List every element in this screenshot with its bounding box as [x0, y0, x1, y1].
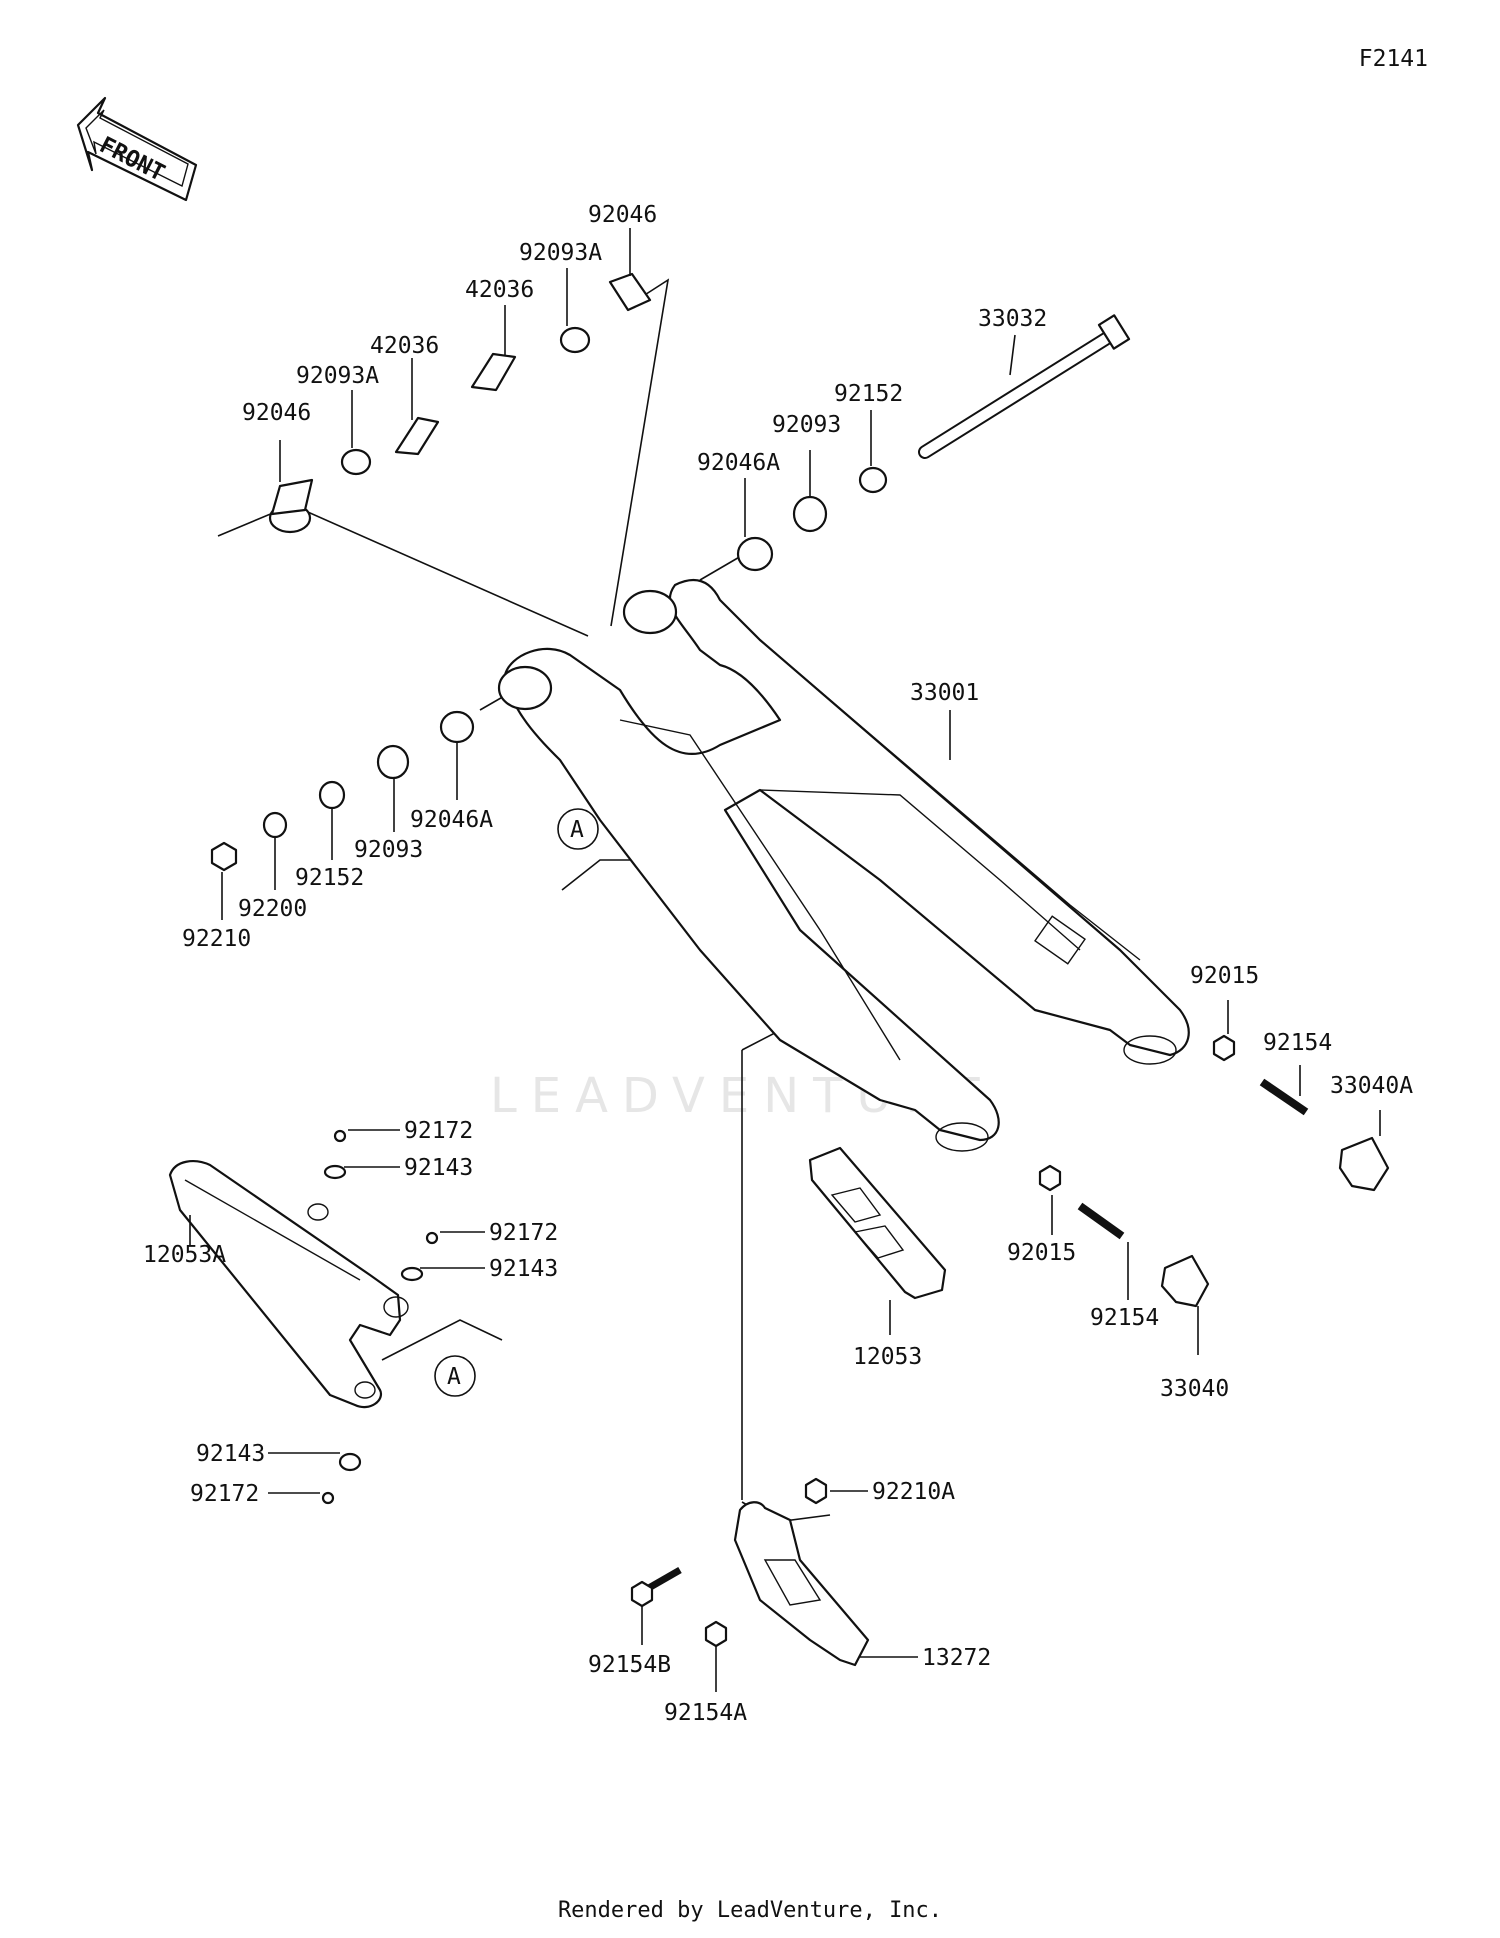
- part-label: 92093: [772, 412, 841, 438]
- svg-text:A: A: [447, 1364, 461, 1390]
- part-label: 92046: [588, 202, 657, 228]
- part-label: 92093A: [519, 240, 602, 266]
- part-label: 92154A: [664, 1700, 747, 1726]
- rendered-by-footer: Rendered by LeadVenture, Inc.: [557, 1898, 943, 1923]
- reference-marker-a-upper: A: [557, 808, 599, 850]
- part-label: 92046A: [697, 450, 780, 476]
- part-label: 12053A: [143, 1242, 226, 1268]
- part-label: 12053: [853, 1344, 922, 1370]
- part-label: 92210: [182, 926, 251, 952]
- part-label: 92200: [238, 896, 307, 922]
- part-label: 92154B: [588, 1652, 671, 1678]
- part-label: 33040: [1160, 1376, 1229, 1402]
- part-label: 92210A: [872, 1479, 955, 1505]
- reference-marker-a-lower: A: [434, 1355, 476, 1397]
- part-label: 92172: [190, 1481, 259, 1507]
- part-label: 92015: [1007, 1240, 1076, 1266]
- part-label: 92172: [404, 1118, 473, 1144]
- part-labels: 92046 92093A 42036 42036 92093A 92046 33…: [143, 202, 1413, 1726]
- part-label: 92143: [196, 1441, 265, 1467]
- part-label: 92143: [404, 1155, 473, 1181]
- part-label: 92172: [489, 1220, 558, 1246]
- pivot-hardware: [210, 272, 888, 872]
- part-label: 33040A: [1330, 1073, 1413, 1099]
- part-label: 92152: [834, 381, 903, 407]
- swingarm-33001: [497, 578, 1190, 1152]
- callout-leaders: [189, 228, 1381, 1692]
- part-label: 92093A: [296, 363, 379, 389]
- part-label: 92046: [242, 400, 311, 426]
- chain-guide-12053: [808, 1146, 947, 1300]
- part-label: 92154: [1090, 1305, 1159, 1331]
- part-label: 13272: [922, 1645, 991, 1671]
- part-label: 33032: [978, 306, 1047, 332]
- part-label: 92093: [354, 837, 423, 863]
- part-label: 42036: [370, 333, 439, 359]
- front-arrow-icon: FRONT: [76, 96, 198, 202]
- chain-slider-12053A: [168, 1129, 439, 1505]
- part-label: 42036: [465, 277, 534, 303]
- part-label: 92143: [489, 1256, 558, 1282]
- chain-guard-13272: [630, 1477, 870, 1667]
- part-label: 92046A: [410, 807, 493, 833]
- part-label: 92154: [1263, 1030, 1332, 1056]
- part-label: 33001: [910, 680, 979, 706]
- axle-33032: [918, 314, 1131, 459]
- axle-hardware: [1038, 1034, 1390, 1308]
- part-label: 92152: [295, 865, 364, 891]
- part-label: 92015: [1190, 963, 1259, 989]
- diagram-code: F2141: [1358, 46, 1428, 72]
- svg-text:A: A: [570, 817, 584, 843]
